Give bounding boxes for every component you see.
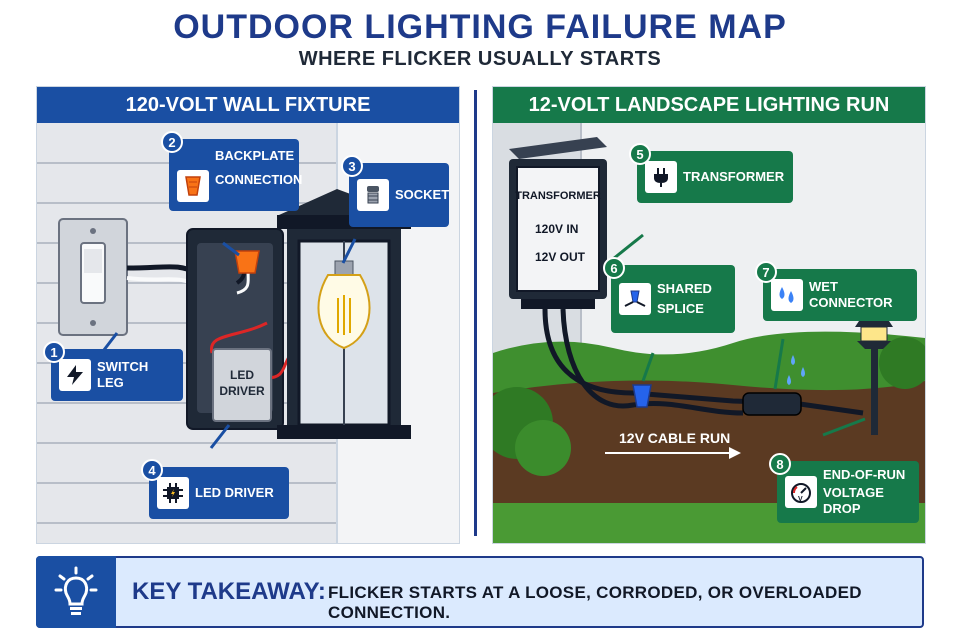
callout-backplate-connection: 2 BACKPLATE CONNECTION	[161, 131, 303, 211]
callout-led-driver: 4 LED DRIVER	[141, 459, 289, 519]
wire-nut-icon	[177, 170, 209, 202]
lightbulb-icon	[36, 556, 116, 628]
lantern-fixture	[277, 189, 411, 439]
callout-voltage-label-line1: END-OF-RUN	[823, 466, 906, 482]
callout-number-7: 7	[755, 261, 777, 283]
driver-label-line1: LED	[230, 368, 254, 382]
panel-divider	[474, 90, 477, 536]
wall-switch	[58, 218, 128, 336]
page-subtitle: WHERE FLICKER USUALLY STARTS	[298, 48, 662, 70]
callout-voltage-label-line2: VOLTAGE DROP	[823, 484, 884, 517]
transformer-label-line1: TRANSFORMER	[515, 190, 601, 202]
callout-transformer: 5 TRANSFORMER	[629, 143, 793, 203]
landscape-run-panel-title: 12-VOLT LANDSCAPE LIGHTING RUN	[493, 87, 925, 123]
wall-fixture-panel-title: 120-VOLT WALL FIXTURE	[37, 87, 459, 123]
callout-wet-connector: 7 WET CONNECTOR	[755, 261, 917, 321]
callout-socket: 3 SOCKET	[341, 155, 450, 227]
callout-number-5: 5	[629, 143, 651, 165]
key-takeaway-banner: KEY TAKEAWAY: FLICKER STARTS AT A LOOSE,…	[36, 556, 924, 628]
callout-switch-leg-label: SWITCH LEG	[97, 358, 149, 390]
callout-socket-label: SOCKET	[395, 186, 450, 202]
callout-backplate-label-line1: BACKPLATE	[215, 148, 295, 163]
svg-text:V: V	[798, 496, 803, 503]
water-drops-icon	[771, 279, 803, 311]
callout-transformer-label: TRANSFORMER	[683, 168, 785, 184]
callout-splice-label-line1: SHARED	[657, 280, 712, 296]
callout-led-driver-label: LED DRIVER	[195, 484, 274, 500]
callout-number-6: 6	[603, 257, 625, 279]
callout-switch-leg: 1 SWITCH LEG	[43, 341, 183, 401]
callout-number-3: 3	[341, 155, 363, 177]
splice-icon	[619, 283, 651, 315]
driver-label-line2: DRIVER	[219, 384, 265, 398]
callout-splice-label-line2: SPLICE	[657, 301, 704, 316]
key-takeaway-heading: KEY TAKEAWAY:	[132, 578, 326, 605]
cable-run-label: 12V CABLE RUN	[619, 430, 730, 446]
page-title: OUTDOOR LIGHTING FAILURE MAP	[173, 8, 787, 46]
transformer-box: TRANSFORMER 120V IN 12V OUT	[509, 137, 607, 309]
callout-number-4: 4	[141, 459, 163, 481]
callout-voltage-drop: 8 V END-OF-RUN VOLTAGE DROP	[769, 453, 919, 523]
transformer-label-line2: 120V IN	[535, 222, 578, 236]
chip-icon	[157, 477, 189, 509]
callout-number-8: 8	[769, 453, 791, 475]
key-takeaway-text: FLICKER STARTS AT A LOOSE, CORRODED, OR …	[328, 583, 862, 622]
socket-icon	[357, 179, 389, 211]
callout-number-2: 2	[161, 131, 183, 153]
callout-wet-connector-label: WET CONNECTOR	[809, 278, 893, 310]
wall-fixture-panel: 120-VOLT WALL FIXTURE	[36, 86, 460, 544]
led-driver-box: LED DRIVER	[212, 348, 272, 422]
callout-backplate-label-line2: CONNECTION	[215, 172, 303, 188]
callout-shared-splice: 6 SHARED SPLICE	[603, 257, 735, 333]
transformer-label-line3: 12V OUT	[535, 250, 586, 264]
plug-icon	[645, 161, 677, 193]
callout-number-1: 1	[43, 341, 65, 363]
lightning-icon	[59, 359, 91, 391]
landscape-run-panel: 12-VOLT LANDSCAPE LIGHTING RUN TRANSFORM…	[492, 86, 926, 544]
gauge-icon: V	[785, 476, 817, 508]
